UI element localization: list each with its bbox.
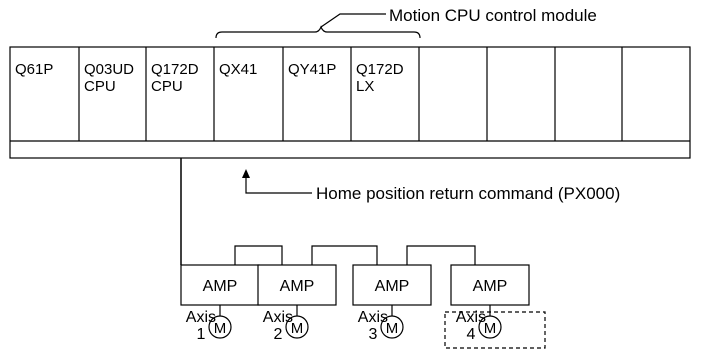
amp-link-cable [311,245,378,265]
axis-number: 1 [197,326,206,343]
amp-label: AMP [473,278,508,295]
slot-label: Q172D [356,61,404,78]
slot-label: CPU [84,78,116,95]
motor-label: M [291,320,304,337]
servo-network [180,158,476,265]
axis-number: 3 [369,326,378,343]
slot-label: Q172D [151,61,199,78]
home-return-arrowhead [242,169,250,178]
amp-box [257,264,337,306]
amp-label: AMP [375,278,410,295]
motor-label: M [214,320,227,337]
axis-number: 2 [274,326,283,343]
slot-label: QY41P [288,61,336,78]
slot-label: LX [356,78,374,95]
slot-dividers [78,47,623,141]
amp-link-cable [406,245,476,265]
amp-link-cable [234,245,283,265]
motion-module-callout: Motion CPU control module [215,6,597,39]
home-return-callout: Home position return command (PX000) [242,169,620,203]
slot-label: Q61P [15,61,53,78]
motion-module-bracket [215,25,421,39]
slot-label: CPU [151,78,183,95]
amp-label: AMP [203,278,238,295]
motor-label: M [386,320,399,337]
motor-icon [285,315,309,339]
motor-icon [208,315,232,339]
motor-icon [478,315,502,339]
optional-axis-dashed-frame [444,311,546,349]
amp-box [450,264,530,306]
axis-word: Axis [456,309,486,326]
slot-label: Q03UD [84,61,134,78]
motion-module-label: Motion CPU control module [389,6,597,25]
home-return-leader [245,176,312,194]
axis-word: Axis [263,309,293,326]
home-return-label: Home position return command (PX000) [316,184,620,203]
amp-label: AMP [280,278,315,295]
amp-box [352,264,432,306]
motion-module-leader [320,13,386,28]
motor-icon [380,315,404,339]
axis-number: 4 [467,326,476,343]
slot-label: QX41 [219,61,257,78]
axis-word: Axis [358,309,388,326]
rack-outline [9,46,691,159]
axis-word: Axis [186,309,216,326]
motor-label: M [484,320,497,337]
